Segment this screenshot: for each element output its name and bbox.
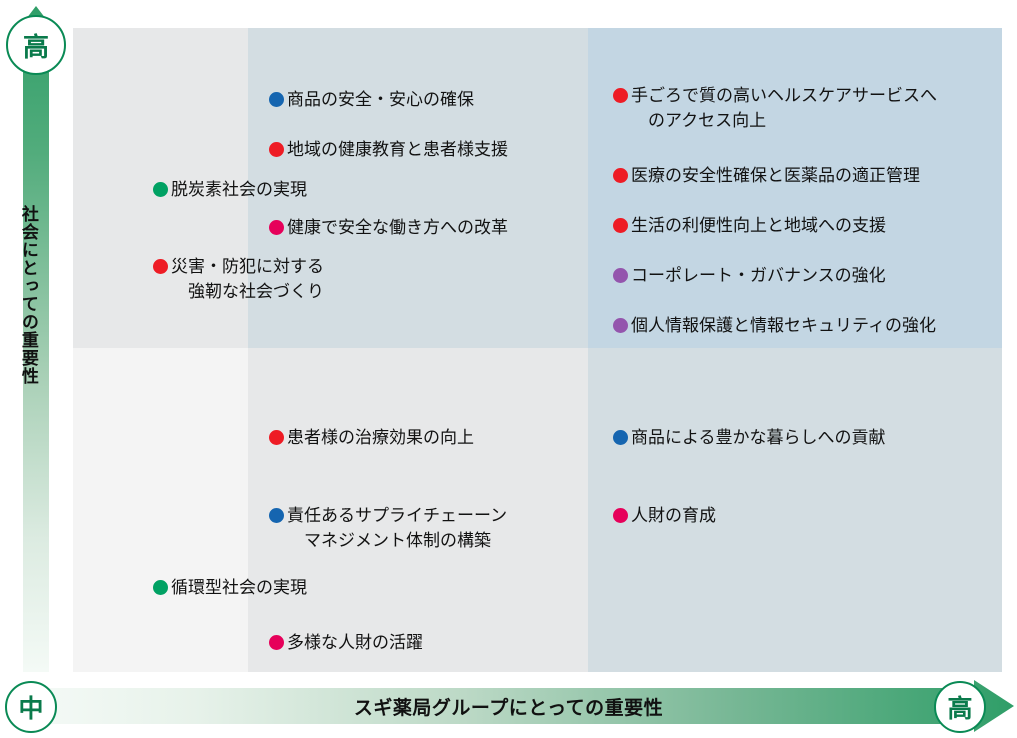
bullet-dot-icon bbox=[153, 580, 168, 595]
materiality-item-label: 人財の育成 bbox=[631, 506, 716, 525]
materiality-item: 個人情報保護と情報セキュリティの強化 bbox=[613, 314, 999, 339]
bullet-dot-icon bbox=[269, 508, 284, 523]
materiality-item: 医療の安全性確保と医薬品の適正管理 bbox=[613, 164, 999, 189]
y-axis-title: 社会にとっての重要性 bbox=[18, 205, 38, 385]
quadrant-grid bbox=[73, 28, 1002, 672]
materiality-item-label: コーポレート・ガバナンスの強化 bbox=[631, 266, 886, 285]
materiality-item-label: 災害・防犯に対する 強靭な社会づくり bbox=[171, 257, 324, 301]
materiality-items-layer: 商品の安全・安心の確保地域の健康教育と患者様支援脱炭素社会の実現健康で安全な働き… bbox=[73, 28, 1002, 672]
materiality-item-label: 多様な人財の活躍 bbox=[287, 633, 423, 652]
materiality-item: コーポレート・ガバナンスの強化 bbox=[613, 264, 999, 289]
materiality-item-label: 手ごろで質の高いヘルスケアサービスへ のアクセス向上 bbox=[631, 86, 937, 130]
materiality-item: 脱炭素社会の実現 bbox=[153, 178, 453, 203]
x-axis-low-cap-label: 中 bbox=[18, 695, 44, 723]
materiality-item-label: 循環型社会の実現 bbox=[171, 578, 307, 597]
bullet-dot-icon bbox=[269, 635, 284, 650]
quadrant-cell-top-right bbox=[588, 28, 1002, 348]
x-axis-title: スギ薬局グループにとっての重要性 bbox=[353, 697, 664, 719]
x-axis-high-cap: 高 bbox=[934, 681, 986, 733]
materiality-item-label: 地域の健康教育と患者様支援 bbox=[287, 140, 508, 159]
materiality-item: 商品の安全・安心の確保 bbox=[269, 88, 599, 113]
bullet-dot-icon bbox=[269, 220, 284, 235]
bullet-dot-icon bbox=[613, 508, 628, 523]
materiality-item-label: 健康で安全な働き方への改革 bbox=[287, 218, 508, 237]
bullet-dot-icon bbox=[613, 318, 628, 333]
bullet-dot-icon bbox=[269, 430, 284, 445]
bullet-dot-icon bbox=[153, 259, 168, 274]
quadrant-cell-bottom-middle bbox=[248, 348, 588, 672]
quadrant-cell-bottom-right bbox=[588, 348, 1002, 672]
bullet-dot-icon bbox=[269, 92, 284, 107]
bullet-dot-icon bbox=[613, 268, 628, 283]
materiality-item: 手ごろで質の高いヘルスケアサービスへ のアクセス向上 bbox=[613, 84, 999, 133]
y-axis-high-cap: 高 bbox=[6, 15, 66, 75]
materiality-item: 生活の利便性向上と地域への支援 bbox=[613, 214, 999, 239]
materiality-item-label: 生活の利便性向上と地域への支援 bbox=[631, 216, 886, 235]
bullet-dot-icon bbox=[613, 168, 628, 183]
materiality-item-label: 脱炭素社会の実現 bbox=[171, 180, 307, 199]
materiality-item-label: 商品による豊かな暮らしへの貢献 bbox=[631, 428, 886, 447]
bullet-dot-icon bbox=[613, 88, 628, 103]
materiality-item: 商品による豊かな暮らしへの貢献 bbox=[613, 426, 999, 451]
y-axis-arrow bbox=[8, 4, 64, 672]
materiality-item-label: 個人情報保護と情報セキュリティの強化 bbox=[631, 316, 936, 335]
materiality-item: 責任あるサプライチェーーン マネジメント体制の構築 bbox=[269, 504, 609, 553]
materiality-item-label: 責任あるサプライチェーーン マネジメント体制の構築 bbox=[287, 506, 508, 550]
y-axis-high-cap-label: 高 bbox=[22, 31, 49, 62]
quadrant-cell-top-middle bbox=[248, 28, 588, 348]
materiality-item-label: 商品の安全・安心の確保 bbox=[287, 90, 474, 109]
materiality-item: 地域の健康教育と患者様支援 bbox=[269, 138, 619, 163]
quadrant-cell-bottom-left bbox=[73, 348, 248, 672]
x-axis-low-cap: 中 bbox=[5, 681, 57, 733]
materiality-item: 人財の育成 bbox=[613, 504, 999, 529]
materiality-item: 災害・防犯に対する 強靭な社会づくり bbox=[153, 255, 453, 304]
materiality-item: 多様な人財の活躍 bbox=[269, 631, 589, 656]
materiality-item-label: 医療の安全性確保と医薬品の適正管理 bbox=[631, 166, 920, 185]
materiality-item: 循環型社会の実現 bbox=[153, 576, 453, 601]
bullet-dot-icon bbox=[269, 142, 284, 157]
bullet-dot-icon bbox=[613, 218, 628, 233]
materiality-item-label: 患者様の治療効果の向上 bbox=[287, 428, 474, 447]
x-axis-arrow bbox=[14, 680, 1014, 732]
bullet-dot-icon bbox=[153, 182, 168, 197]
materiality-item: 健康で安全な働き方への改革 bbox=[269, 216, 619, 241]
materiality-item: 患者様の治療効果の向上 bbox=[269, 426, 609, 451]
bullet-dot-icon bbox=[613, 430, 628, 445]
x-axis-high-cap-label: 高 bbox=[947, 695, 973, 723]
